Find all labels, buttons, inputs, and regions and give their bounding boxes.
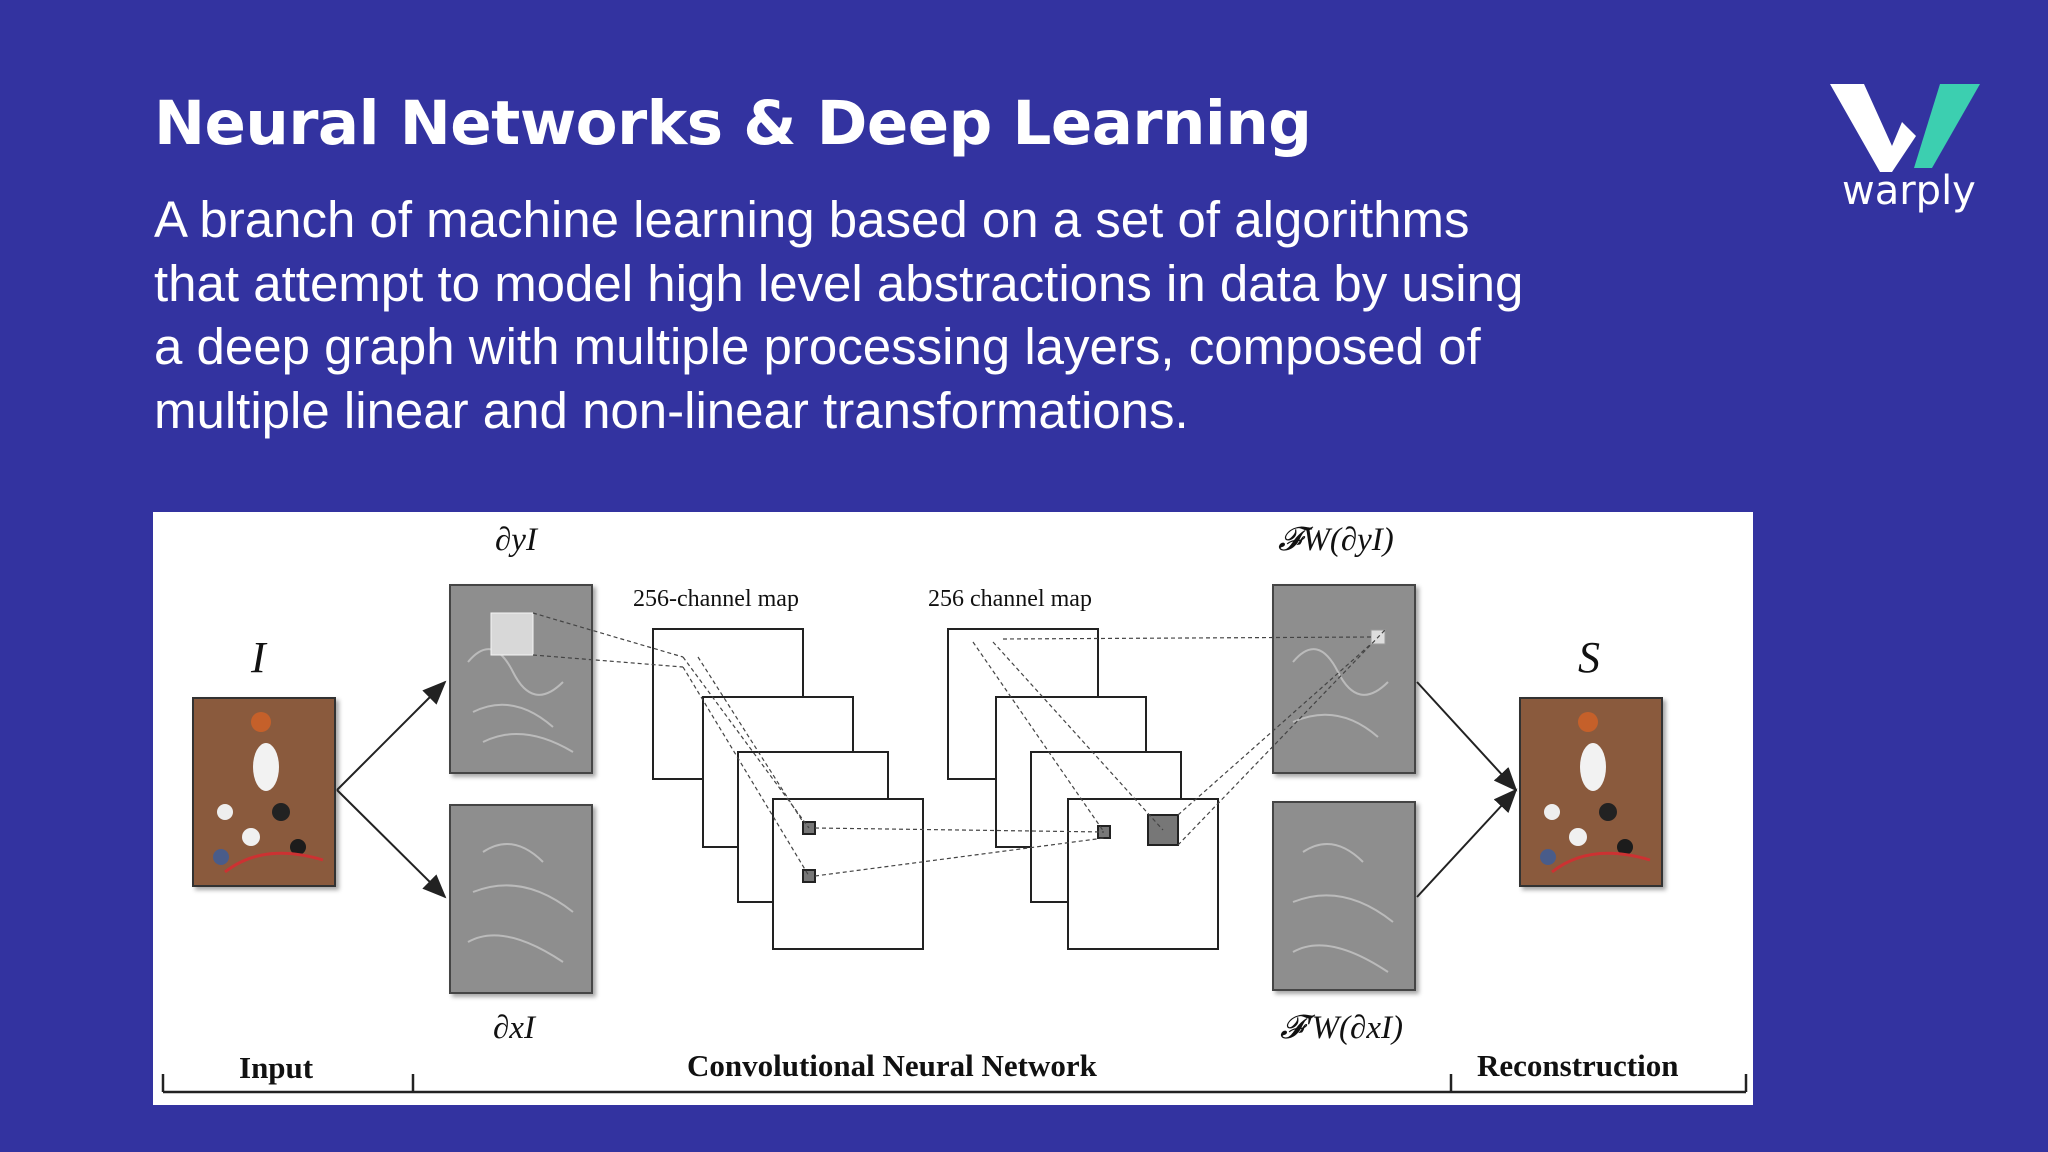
- section-input-label: Input: [239, 1050, 314, 1085]
- diagram-graphics: [161, 584, 1748, 1094]
- gradient-x-label: ∂xI: [493, 1010, 535, 1046]
- warply-logo-icon: [1830, 84, 1980, 172]
- feature-map-stack-2: [947, 628, 1219, 950]
- filter-y-label: 𝓕W(∂yI): [1278, 522, 1394, 558]
- gradient-y-label: ∂yI: [495, 522, 537, 558]
- output-symbol: S: [1578, 633, 1600, 682]
- section-reconstruction-label: Reconstruction: [1477, 1048, 1679, 1083]
- flow-arrows: [336, 680, 1518, 899]
- section-bracket: [161, 1074, 1748, 1094]
- description-line: that attempt to model high level abstrac…: [154, 254, 1524, 312]
- input-symbol: I: [251, 633, 266, 682]
- slide-description: A branch of machine learning based on a …: [154, 188, 1714, 442]
- filtered-x-image: [1272, 801, 1416, 991]
- gradient-x-image: [449, 804, 593, 994]
- filtered-y-image: [1272, 584, 1416, 774]
- map-label-2: 256 channel map: [928, 586, 1092, 612]
- filter-x-label: 𝓕′W(∂xI): [1280, 1010, 1403, 1046]
- section-cnn-label: Convolutional Neural Network: [687, 1048, 1097, 1083]
- input-image: [192, 697, 336, 887]
- output-image: [1519, 697, 1663, 887]
- logo-text: warply: [1842, 168, 1976, 214]
- diagram-figure: I S ∂yI ∂xI 𝓕W(∂yI) 𝓕′W(∂xI) 256-channel…: [153, 512, 1753, 1105]
- description-line: multiple linear and non-linear transform…: [154, 381, 1189, 439]
- dashed-connectors: [532, 612, 1386, 877]
- description-line: a deep graph with multiple processing la…: [154, 318, 1481, 375]
- gradient-y-image: [449, 584, 593, 774]
- description-line: A branch of machine learning based on a …: [154, 191, 1470, 248]
- slide-title: Neural Networks & Deep Learning: [154, 88, 1312, 159]
- map-label-1: 256-channel map: [633, 586, 799, 612]
- feature-map-stack-1: [652, 628, 924, 950]
